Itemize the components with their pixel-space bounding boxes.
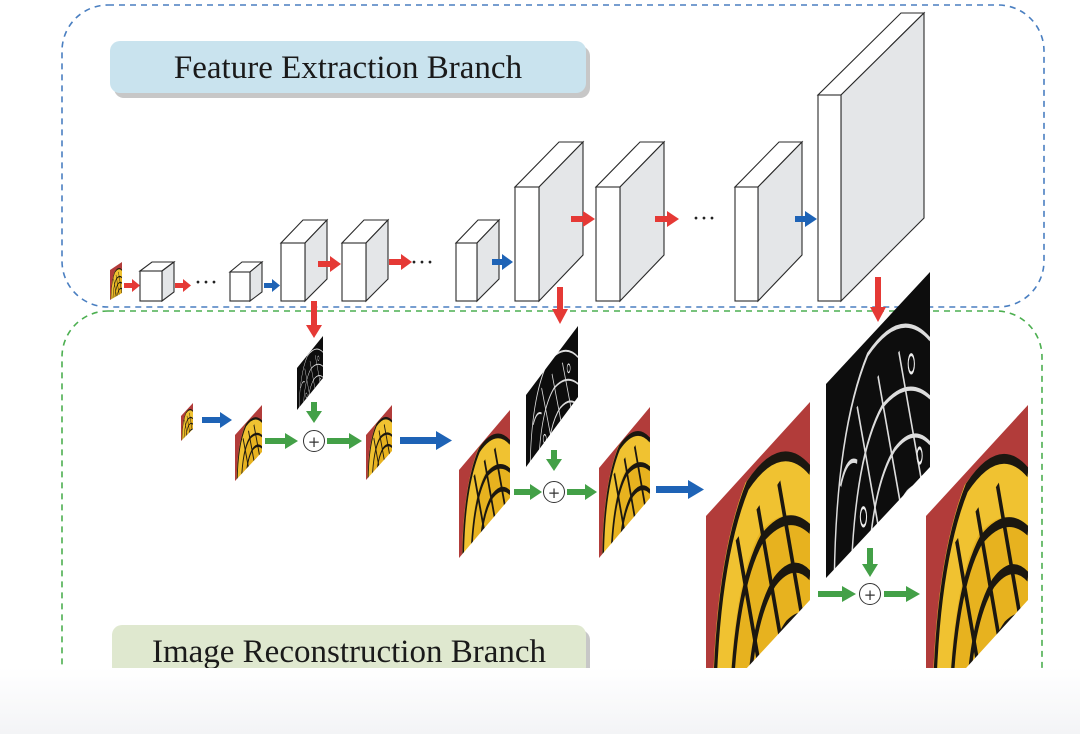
feature-block-large	[816, 11, 926, 303]
residual-edge-map	[526, 326, 578, 467]
feature-block	[454, 218, 501, 303]
red-arrow-down	[552, 287, 568, 324]
feature-branch-label-box	[110, 41, 586, 93]
red-arrow	[389, 254, 412, 270]
output-image-tile	[366, 405, 392, 480]
feature-branch-boundary	[61, 4, 1045, 308]
feature-block	[228, 260, 264, 303]
elementwise-sum-node: +	[303, 430, 325, 452]
green-arrow-down	[862, 548, 878, 577]
output-image-tile	[599, 407, 650, 558]
blue-arrow	[795, 211, 817, 227]
blue-arrow	[400, 431, 452, 450]
blue-arrow	[492, 254, 513, 270]
feature-block	[340, 218, 390, 303]
plus-sign: +	[308, 433, 321, 451]
ellipsis: ···	[194, 270, 218, 296]
red-arrow	[124, 279, 140, 292]
feature-block	[279, 218, 329, 303]
upsampled-image-tile	[459, 410, 510, 558]
feature-block	[594, 140, 666, 303]
input-image-tile	[181, 403, 193, 441]
upsampled-image-tile	[706, 402, 810, 712]
red-arrow	[175, 279, 191, 292]
feature-block	[513, 140, 585, 303]
elementwise-sum-node: +	[859, 583, 881, 605]
red-arrow-down	[306, 301, 322, 338]
reconstruction-branch-label-box	[112, 625, 586, 677]
red-arrow	[318, 256, 341, 272]
residual-edge-map	[297, 336, 323, 410]
green-arrow-down	[546, 450, 562, 471]
residual-edge-map	[826, 272, 930, 578]
output-image-tile	[926, 405, 1028, 712]
red-arrow	[655, 211, 679, 227]
blue-arrow	[656, 480, 704, 499]
feature-block	[138, 260, 176, 303]
upsampled-image-tile	[235, 405, 262, 481]
blue-arrow	[264, 279, 280, 292]
reconstruction-branch-title: Image Reconstruction Branch	[152, 634, 547, 670]
blue-arrow	[202, 412, 232, 428]
plus-sign: +	[548, 484, 561, 502]
input-image-tile	[110, 262, 122, 300]
green-arrow	[818, 586, 856, 602]
feature-block	[733, 140, 804, 303]
red-arrow-down	[870, 277, 886, 322]
red-arrow	[571, 211, 595, 227]
ellipsis: ···	[692, 206, 716, 232]
green-arrow	[327, 433, 362, 449]
green-arrow	[884, 586, 920, 602]
green-arrow	[265, 433, 298, 449]
ellipsis: ···	[410, 250, 434, 276]
plus-sign: +	[864, 586, 877, 604]
green-arrow-down	[306, 402, 322, 423]
green-arrow	[514, 484, 542, 500]
green-arrow	[567, 484, 597, 500]
feature-branch-title: Feature Extraction Branch	[174, 50, 523, 86]
elementwise-sum-node: +	[543, 481, 565, 503]
